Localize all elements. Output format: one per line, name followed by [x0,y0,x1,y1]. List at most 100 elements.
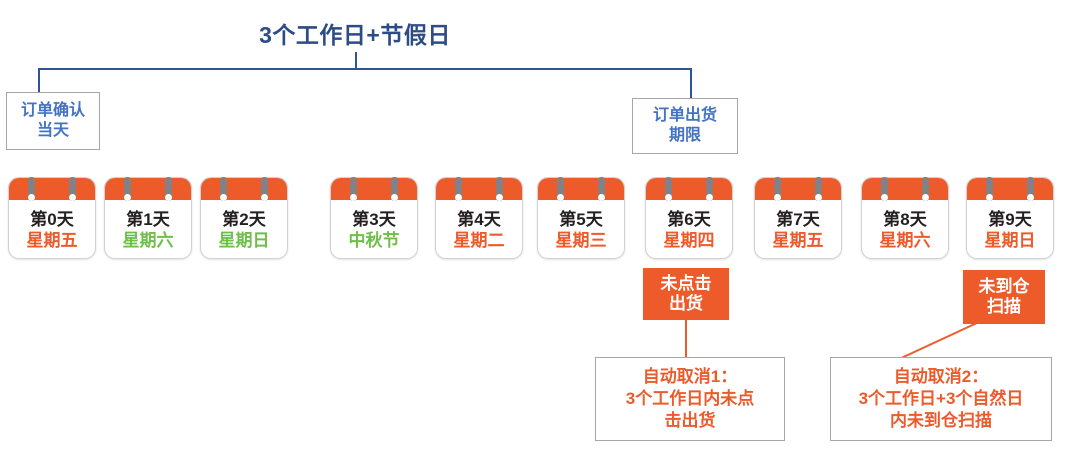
calendar-card-text: 第7天 星期五 [754,201,842,259]
calendar-day-label: 第3天 [352,209,396,229]
calendar-day-label: 第1天 [126,209,170,229]
bracket-top-line [38,68,692,70]
calendar-day-label: 第2天 [222,209,266,229]
tag-not-warehouse-scanned: 未到仓 扫描 [963,270,1045,324]
calendar-ring-icon [124,177,131,201]
tag-not-scanned-line1: 未到仓 [978,276,1030,296]
calendar-ring-hole-icon [986,194,993,201]
label-order-ship-deadline: 订单出货 期限 [632,98,738,154]
diagram-title: 3个工作日+节假日 [259,22,451,48]
calendar-ring-hole-icon [220,194,227,201]
calendar-header-band [755,178,841,200]
calendar-ring-hole-icon [665,194,672,201]
calendar-ring-icon [774,177,781,201]
calendar-weekday-label: 星期五 [26,230,78,250]
calendar-weekday-label: 星期六 [122,230,174,250]
calendar-weekday-label: 星期六 [879,230,931,250]
calendar-ring-icon [986,177,993,201]
calendar-ring-icon [455,177,462,201]
calendar-ring-hole-icon [165,194,172,201]
calendar-weekday-label: 星期五 [772,230,824,250]
calendar-card-text: 第5天 星期三 [537,201,625,259]
calendar-ring-icon [557,177,564,201]
calendar-header-band [436,178,522,200]
tag-not-scanned-line2: 扫描 [987,297,1021,316]
calendar-weekday-label: 星期四 [663,230,715,250]
calendar-card-text: 第1天 星期六 [104,201,192,259]
calendar-ring-hole-icon [124,194,131,201]
label-order-confirm-day: 订单确认 当天 [6,92,100,150]
calendar-header-band [331,178,417,200]
calendar-card-text: 第9天 星期日 [966,201,1054,259]
note-auto-cancel-2: 自动取消2： 3个工作日+3个自然日 内未到仓扫描 [830,357,1052,441]
calendar-ring-hole-icon [496,194,503,201]
calendar-ring-icon [350,177,357,201]
calendar-ring-icon [261,177,268,201]
calendar-ring-hole-icon [598,194,605,201]
calendar-header-band [967,178,1053,200]
calendar-card-day-6: 第6天 星期四 [645,177,733,259]
calendar-ring-hole-icon [391,194,398,201]
label-order-confirm-line2: 当天 [36,122,69,139]
calendar-day-label: 第9天 [988,209,1032,229]
calendar-ring-hole-icon [881,194,888,201]
calendar-card-text: 第6天 星期四 [645,201,733,259]
note-cancel-1-line2: 3个工作日内未点 [625,388,755,408]
note-auto-cancel-1: 自动取消1： 3个工作日内未点 击出货 [595,357,785,441]
calendar-ring-icon [69,177,76,201]
calendar-header-band [105,178,191,200]
orange-connector-vertical [685,320,687,358]
bracket-left-leg [38,68,40,94]
calendar-ring-hole-icon [774,194,781,201]
calendar-ring-hole-icon [922,194,929,201]
calendar-card-text: 第4天 星期二 [435,201,523,259]
calendar-card-day-7: 第7天 星期五 [754,177,842,259]
calendar-weekday-label: 中秋节 [348,230,400,250]
calendar-ring-icon [391,177,398,201]
calendar-ring-hole-icon [261,194,268,201]
calendar-ring-icon [28,177,35,201]
calendar-ring-icon [598,177,605,201]
note-cancel-2-line3: 内未到仓扫描 [890,411,992,431]
label-order-confirm-line1: 订单确认 [20,102,85,120]
calendar-ring-icon [220,177,227,201]
calendar-card-body [200,177,288,259]
calendar-day-row: 第0天 星期五 第1天 星期六 [8,163,1072,263]
calendar-card-text: 第8天 星期六 [861,201,949,259]
calendar-header-band [538,178,624,200]
calendar-ring-icon [496,177,503,201]
bracket-right-leg [690,68,692,100]
calendar-day-label: 第4天 [457,209,501,229]
label-order-ship-line2: 期限 [668,127,701,144]
calendar-card-text: 第0天 星期五 [8,201,96,259]
calendar-ring-hole-icon [28,194,35,201]
calendar-ring-hole-icon [455,194,462,201]
calendar-weekday-label: 星期日 [984,230,1036,250]
calendar-day-label: 第8天 [883,209,927,229]
calendar-weekday-label: 星期三 [555,230,607,250]
calendar-ring-icon [815,177,822,201]
calendar-ring-hole-icon [1027,194,1034,201]
calendar-ring-icon [922,177,929,201]
tag-not-clicked-line2: 出货 [669,294,703,313]
bracket-stem [355,52,357,70]
calendar-ring-icon [881,177,888,201]
calendar-day-label: 第7天 [776,209,820,229]
calendar-card-day-2: 第2天 星期日 [200,177,288,259]
note-cancel-2-line2: 3个工作日+3个自然日 [858,388,1024,408]
calendar-ring-hole-icon [706,194,713,201]
calendar-ring-icon [165,177,172,201]
calendar-ring-hole-icon [350,194,357,201]
calendar-card-day-4: 第4天 星期二 [435,177,523,259]
calendar-card-day-0: 第0天 星期五 [8,177,96,259]
calendar-ring-icon [1027,177,1034,201]
calendar-card-day-9: 第9天 星期日 [966,177,1054,259]
calendar-ring-hole-icon [557,194,564,201]
calendar-card-day-3: 第3天 中秋节 [330,177,418,259]
calendar-weekday-label: 星期二 [453,230,505,250]
calendar-day-label: 第0天 [30,209,74,229]
calendar-ring-hole-icon [69,194,76,201]
calendar-card-text: 第3天 中秋节 [330,201,418,259]
calendar-weekday-label: 星期日 [218,230,270,250]
calendar-header-band [201,178,287,200]
